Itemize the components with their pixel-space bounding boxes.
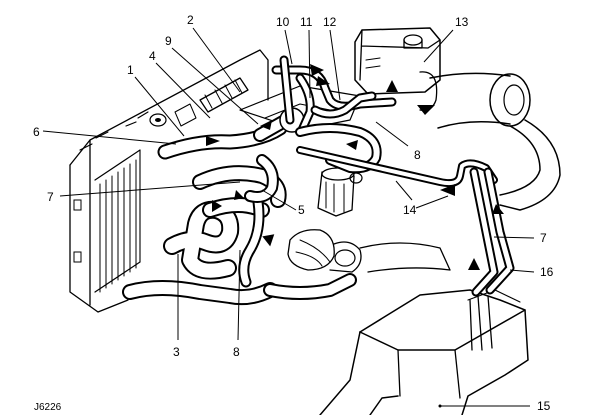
callout-14: 14 [403,203,417,217]
callout-8-top: 8 [414,148,421,162]
figure-reference-code: J6226 [34,402,62,413]
flow-arrows [206,64,504,270]
callout-6: 6 [33,125,40,139]
callout-15: 15 [537,399,551,413]
callout-7-left: 7 [47,190,54,204]
callout-11: 11 [300,15,313,29]
expansion-tank [354,27,441,111]
air-cleaner-box [319,289,529,415]
callout-13: 13 [455,15,469,29]
intake-duct [429,72,561,211]
callout-12: 12 [323,15,337,29]
radiator [69,49,269,313]
callout-labels: 1 2 3 4 5 6 7 7 8 8 9 10 11 12 13 14 15 … [33,13,554,413]
leader-lines [42,27,535,408]
callout-5: 5 [298,203,305,217]
callout-10: 10 [276,15,290,29]
callout-7-right: 7 [540,231,547,245]
callout-16: 16 [540,265,554,279]
callout-2: 2 [187,13,194,27]
callout-9: 9 [165,34,172,48]
callout-1: 1 [127,63,134,77]
callout-4: 4 [149,49,156,63]
coolant-hoses [122,55,515,306]
callout-8-bottom: 8 [233,345,240,359]
callout-3: 3 [173,345,180,359]
